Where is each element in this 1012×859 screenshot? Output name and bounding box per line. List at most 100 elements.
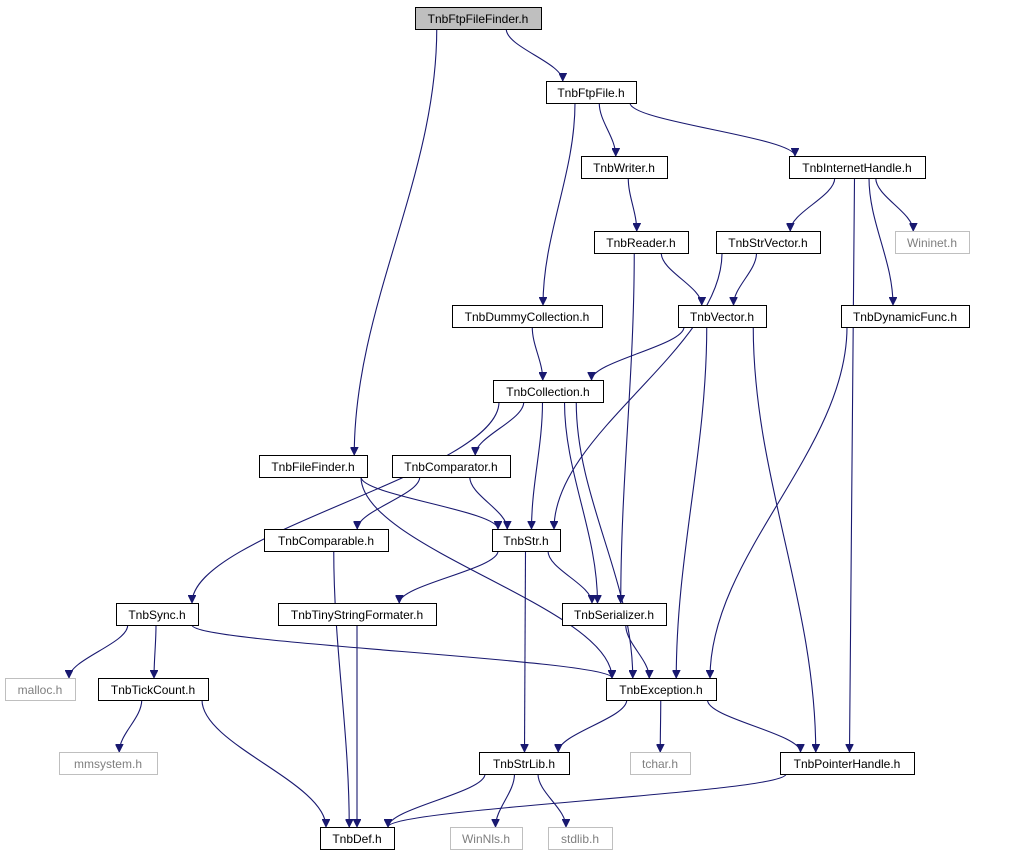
node-label: TnbDummyCollection.h xyxy=(465,310,590,324)
node-label: TnbPointerHandle.h xyxy=(794,757,901,771)
edge-comparator-to-str xyxy=(469,476,508,530)
node-ptrhandle[interactable]: TnbPointerHandle.h xyxy=(780,752,915,775)
nodes-layer: TnbFtpFileFinder.hTnbFtpFile.hTnbWriter.… xyxy=(5,7,970,850)
edge-ptrhandle-to-def xyxy=(388,773,787,828)
node-vector[interactable]: TnbVector.h xyxy=(678,305,767,328)
node-filefinder[interactable]: TnbFileFinder.h xyxy=(259,455,368,478)
node-label: TnbReader.h xyxy=(606,236,675,250)
edge-inethandle-to-wininet xyxy=(875,177,914,232)
edge-vector-to-ptrhandle xyxy=(752,326,816,752)
node-inethandle[interactable]: TnbInternetHandle.h xyxy=(789,156,926,179)
edge-collection-to-sync xyxy=(192,401,500,603)
edge-reader-to-vector xyxy=(660,252,702,306)
node-box xyxy=(116,603,199,626)
node-box xyxy=(415,7,542,30)
node-box xyxy=(562,603,667,626)
node-box xyxy=(895,231,970,254)
node-dynfunc[interactable]: TnbDynamicFunc.h xyxy=(841,305,970,328)
node-strvector[interactable]: TnbStrVector.h xyxy=(716,231,821,254)
node-comparable[interactable]: TnbComparable.h xyxy=(264,529,389,552)
edge-writer-to-reader xyxy=(627,177,637,231)
node-box xyxy=(5,678,76,701)
node-label: TnbStrVector.h xyxy=(728,236,807,250)
edge-strvector-to-vector xyxy=(734,252,758,306)
node-label: tchar.h xyxy=(642,757,678,771)
node-label: TnbCollection.h xyxy=(506,385,589,399)
edge-tickcount-to-def xyxy=(201,699,326,827)
node-box xyxy=(479,752,570,775)
edge-comparable-to-def xyxy=(333,550,350,827)
node-label: TnbFileFinder.h xyxy=(271,460,354,474)
node-tchar: tchar.h xyxy=(630,752,691,775)
edge-dummycoll-to-collection xyxy=(531,326,543,380)
node-box xyxy=(716,231,821,254)
node-label: TnbDynamicFunc.h xyxy=(853,310,957,324)
edge-reader-to-serializer xyxy=(621,252,635,603)
edge-collection-to-str xyxy=(532,401,544,529)
node-strlib[interactable]: TnbStrLib.h xyxy=(479,752,570,775)
node-box xyxy=(278,603,437,626)
node-serializer[interactable]: TnbSerializer.h xyxy=(562,603,667,626)
node-label: TnbDef.h xyxy=(332,832,381,846)
node-box xyxy=(678,305,767,328)
node-box xyxy=(780,752,915,775)
node-collection[interactable]: TnbCollection.h xyxy=(493,380,604,403)
node-tickcount[interactable]: TnbTickCount.h xyxy=(98,678,209,701)
node-tinyfmt[interactable]: TnbTinyStringFormater.h xyxy=(278,603,437,626)
node-dummycoll[interactable]: TnbDummyCollection.h xyxy=(452,305,603,328)
node-sync[interactable]: TnbSync.h xyxy=(116,603,199,626)
edge-dynfunc-to-exception xyxy=(710,326,848,678)
node-box xyxy=(630,752,691,775)
edge-filefinder-to-str xyxy=(360,476,498,530)
edge-inethandle-to-ptrhandle xyxy=(850,177,856,752)
node-exception[interactable]: TnbException.h xyxy=(606,678,717,701)
node-box xyxy=(492,529,561,552)
node-label: TnbInternetHandle.h xyxy=(802,161,911,175)
node-stdlib: stdlib.h xyxy=(548,827,613,850)
node-box xyxy=(548,827,613,850)
edge-exception-to-ptrhandle xyxy=(706,699,801,753)
node-def[interactable]: TnbDef.h xyxy=(320,827,395,850)
edge-filefinder-to-exception xyxy=(360,476,612,678)
node-box xyxy=(264,529,389,552)
node-reader[interactable]: TnbReader.h xyxy=(594,231,689,254)
edge-vector-to-exception xyxy=(676,326,708,678)
node-box xyxy=(841,305,970,328)
node-label: stdlib.h xyxy=(561,832,599,846)
edge-sync-to-tickcount xyxy=(154,624,156,678)
node-label: TnbStr.h xyxy=(503,534,548,548)
edge-root-to-ftpfile xyxy=(505,28,563,82)
node-box xyxy=(392,455,511,478)
node-label: TnbFtpFileFinder.h xyxy=(428,12,529,26)
node-label: Wininet.h xyxy=(907,236,957,250)
node-root[interactable]: TnbFtpFileFinder.h xyxy=(415,7,542,30)
node-winnls: WinNls.h xyxy=(450,827,523,850)
node-label: TnbSync.h xyxy=(128,608,185,622)
node-ftpfile[interactable]: TnbFtpFile.h xyxy=(546,81,637,104)
node-label: TnbVector.h xyxy=(690,310,754,324)
edge-strlib-to-stdlib xyxy=(537,773,566,828)
node-str[interactable]: TnbStr.h xyxy=(492,529,561,552)
edge-root-to-filefinder xyxy=(354,28,438,455)
node-label: TnbTickCount.h xyxy=(111,683,195,697)
node-label: WinNls.h xyxy=(462,832,510,846)
edge-strlib-to-def xyxy=(388,773,486,828)
node-comparator[interactable]: TnbComparator.h xyxy=(392,455,511,478)
node-writer[interactable]: TnbWriter.h xyxy=(581,156,668,179)
edge-collection-to-exception xyxy=(575,401,633,678)
node-box xyxy=(450,827,523,850)
edge-inethandle-to-dynfunc xyxy=(868,177,893,305)
edge-str-to-tinyfmt xyxy=(399,550,499,604)
edge-comparator-to-comparable xyxy=(357,476,421,530)
edge-collection-to-comparator xyxy=(475,401,525,456)
node-wininet: Wininet.h xyxy=(895,231,970,254)
edge-serializer-to-exception xyxy=(625,624,650,679)
edges-layer xyxy=(69,28,914,828)
node-label: TnbTinyStringFormater.h xyxy=(291,608,423,622)
edge-str-to-serializer xyxy=(547,550,592,604)
edge-collection-to-serializer xyxy=(563,401,598,603)
node-box xyxy=(98,678,209,701)
node-box xyxy=(259,455,368,478)
node-box xyxy=(546,81,637,104)
